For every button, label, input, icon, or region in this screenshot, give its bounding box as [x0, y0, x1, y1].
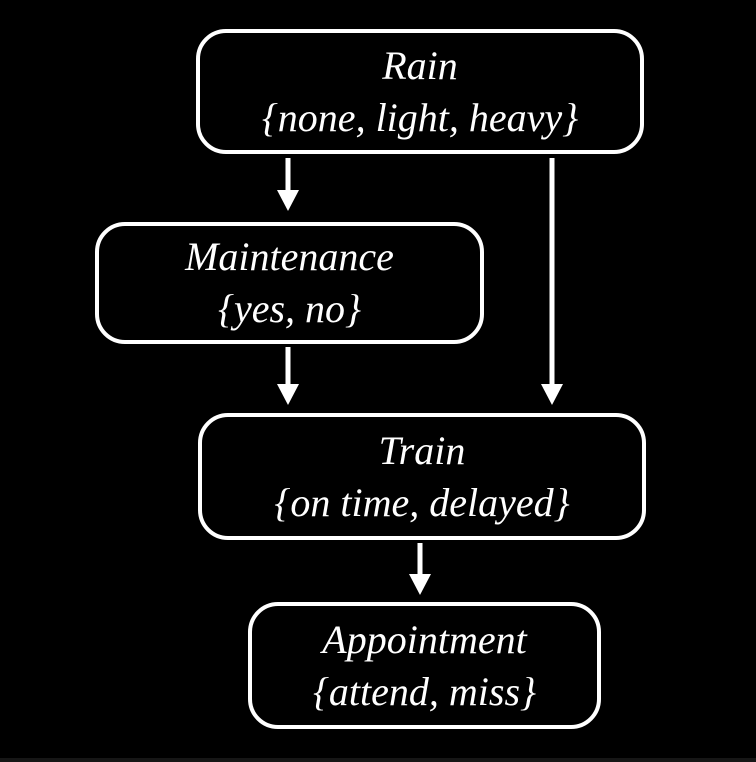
edge-train-to-appointment-arrow — [409, 543, 431, 595]
node-rain-label: Rain — [382, 42, 458, 88]
node-train-label: Train — [378, 427, 466, 473]
node-maintenance-label: Maintenance — [185, 234, 394, 279]
node-rain-domain: {none, light, heavy} — [261, 94, 579, 140]
edge-rain-to-maintenance-arrow — [277, 158, 299, 211]
node-rain: Rain {none, light, heavy} — [196, 29, 644, 154]
edge-rain-to-train-arrow — [541, 158, 563, 405]
node-appointment-label: Appointment — [322, 616, 527, 662]
bottom-edge-strip — [0, 758, 756, 762]
node-train: Train {on time, delayed} — [198, 413, 646, 540]
node-appointment: Appointment {attend, miss} — [248, 602, 601, 729]
node-maintenance-domain: {yes, no} — [217, 286, 362, 331]
node-train-domain: {on time, delayed} — [274, 479, 570, 525]
edge-maintenance-to-train-arrow — [277, 347, 299, 405]
node-maintenance: Maintenance {yes, no} — [95, 222, 484, 344]
node-appointment-domain: {attend, miss} — [312, 668, 537, 714]
